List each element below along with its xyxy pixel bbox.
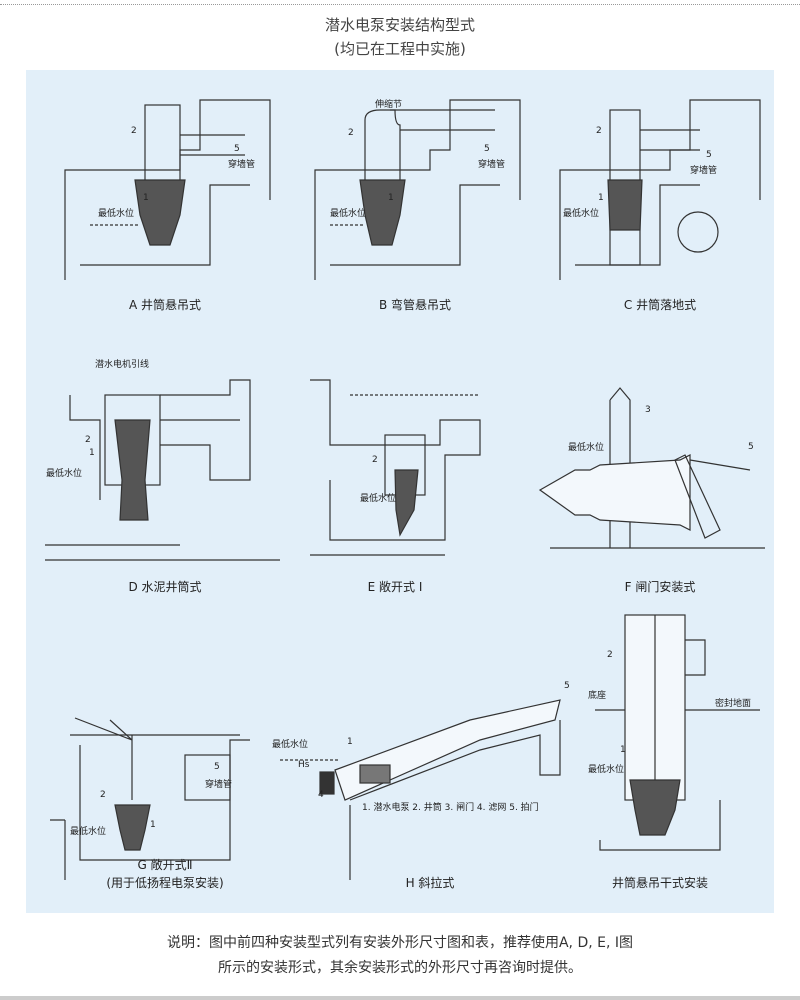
- diagram-c: [559, 99, 761, 280]
- label-c-1: 1: [598, 193, 604, 203]
- label-g-1: 1: [150, 820, 156, 830]
- label-g-pipe: 穿墙管: [205, 780, 233, 790]
- label-c-2: 2: [596, 126, 602, 136]
- label-g-water: 最低水位: [70, 827, 107, 837]
- label-h-4: 4: [318, 790, 324, 800]
- caption-d: D 水泥井筒式: [128, 580, 202, 594]
- caption-a: A 井筒悬吊式: [128, 298, 202, 312]
- note-line-2: 所示的安装形式，其余安装形式的外形尺寸再咨询时提供。: [218, 960, 582, 976]
- label-c-water: 最低水位: [563, 209, 600, 219]
- caption-e: E 敞开式 I: [367, 580, 423, 594]
- label-d-1: 1: [89, 448, 95, 458]
- caption-c: C 井筒落地式: [623, 298, 697, 312]
- diagram-d: [45, 379, 280, 561]
- label-b-5: 5: [484, 144, 490, 154]
- diagram-b: [314, 99, 521, 280]
- label-b-pipe: 穿墙管: [478, 160, 506, 170]
- label-i-water: 最低水位: [588, 765, 625, 775]
- label-h-1: 1: [347, 737, 353, 747]
- label-g-5: 5: [214, 762, 220, 772]
- label-i-seal: 密封地面: [715, 699, 752, 709]
- label-h-legend: 1. 潜水电泵 2. 井筒 3. 闸门 4. 滤网 5. 拍门: [362, 803, 539, 813]
- label-a-water: 最低水位: [98, 209, 135, 219]
- label-f-3: 3: [645, 405, 651, 415]
- label-e-water: 最低水位: [360, 494, 397, 504]
- label-d-2: 2: [85, 435, 91, 445]
- label-b-2: 2: [348, 128, 354, 138]
- label-d-cable: 潜水电机引线: [95, 360, 150, 370]
- diagram-i: [595, 614, 760, 851]
- note-line-1: 说明：图中前四种安装型式列有安装外形尺寸图和表，推荐使用A, D, E, I图: [166, 935, 634, 951]
- page-subtitle: (均已在工程中实施): [334, 40, 466, 58]
- label-a-5: 5: [234, 144, 240, 154]
- page-title: 潜水电泵安装结构型式: [324, 16, 475, 34]
- caption-i: 井筒悬吊干式安装: [611, 876, 708, 890]
- label-h-hs: Hs: [298, 760, 310, 770]
- caption-g-sub: (用于低扬程电泵安装): [106, 876, 224, 890]
- label-f-water: 最低水位: [568, 443, 605, 453]
- label-d-water: 最低水位: [46, 469, 83, 479]
- label-c-5: 5: [706, 150, 712, 160]
- label-e-2: 2: [372, 455, 378, 465]
- diagram-f: [538, 387, 765, 549]
- caption-f: F 闸门安装式: [624, 580, 696, 594]
- diagram-e: [310, 379, 481, 556]
- label-c-pipe: 穿墙管: [690, 166, 718, 176]
- diagram-g: [50, 717, 250, 880]
- bottom-divider: [0, 996, 800, 1000]
- label-b-joint: 伸缩节: [375, 100, 403, 110]
- label-h-5: 5: [564, 681, 570, 691]
- label-i-base: 底座: [588, 691, 607, 701]
- label-g-2: 2: [100, 790, 106, 800]
- diagram-h: [280, 699, 561, 880]
- caption-b: B 弯管悬吊式: [378, 298, 452, 312]
- label-a-1: 1: [143, 193, 149, 203]
- label-b-1: 1: [388, 193, 394, 203]
- label-i-1: 1: [620, 745, 626, 755]
- label-f-5: 5: [748, 442, 754, 452]
- label-b-water: 最低水位: [330, 209, 367, 219]
- top-divider: [0, 0, 800, 5]
- label-i-2: 2: [607, 650, 613, 660]
- caption-g: G 敞开式Ⅱ: [137, 858, 193, 872]
- caption-h: H 斜拉式: [405, 876, 455, 890]
- diagram-a: [64, 99, 271, 280]
- label-h-water: 最低水位: [272, 740, 309, 750]
- label-a-2: 2: [131, 126, 137, 136]
- label-a-pipe: 穿墙管: [228, 160, 256, 170]
